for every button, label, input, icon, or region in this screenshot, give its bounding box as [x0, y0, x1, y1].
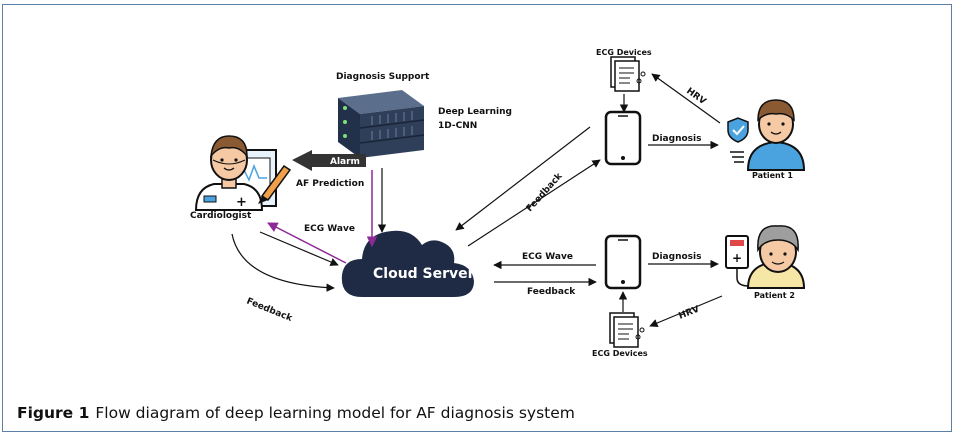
patient1-label: Patient 1	[752, 171, 793, 180]
ecg-device-top-icon	[610, 56, 646, 92]
phone-top-icon	[604, 110, 642, 166]
hrv-bottom-label: HRV	[677, 304, 701, 321]
patient1-icon	[727, 99, 806, 171]
feedback-left-label: Feedback	[245, 297, 294, 325]
svg-text:+: +	[236, 195, 247, 210]
arrow-hrv-top	[651, 73, 721, 124]
ecg-device-bottom-icon	[609, 312, 645, 348]
cloud-server-label: Cloud Server	[373, 266, 475, 282]
server-icon	[338, 90, 425, 158]
diagnosis-support-label: Diagnosis Support	[336, 72, 430, 82]
patient2-label: Patient 2	[754, 291, 795, 300]
ecg-wave-left-label: ECG Wave	[304, 224, 355, 234]
diagnosis-bottom-label: Diagnosis	[652, 252, 701, 262]
cloud-icon	[341, 230, 474, 297]
arrow-hrv-bottom	[649, 295, 723, 327]
hrv-top-label: HRV	[684, 86, 707, 107]
svg-text:+: +	[732, 251, 742, 265]
figure-caption: Figure 1 Flow diagram of deep learning mo…	[17, 404, 575, 422]
cnn-label: 1D-CNN	[438, 121, 477, 131]
figure-frame	[2, 4, 952, 432]
cardiologist-label: Cardiologist	[190, 211, 252, 221]
arrow-feedback-left	[231, 233, 335, 292]
arrow-cardiologist-to-cloud	[259, 231, 339, 266]
feedback-right-label: Feedback	[527, 287, 576, 297]
arrow-cloud-to-phone1	[467, 159, 601, 247]
diagnosis-top-label: Diagnosis	[652, 134, 701, 144]
phone-bottom-icon	[604, 234, 642, 290]
figure-label: Figure 1	[17, 404, 90, 422]
ecg-devices-top-label: ECG Devices	[596, 48, 652, 57]
ecg-devices-bottom-label: ECG Devices	[592, 349, 648, 358]
feedback-diag-label: Feedback	[525, 171, 565, 214]
ecg-wave-right-label: ECG Wave	[522, 252, 573, 262]
arrow-phone1-to-cloud	[455, 126, 591, 231]
alarm-label: Alarm	[330, 157, 360, 167]
af-prediction-label: AF Prediction	[296, 179, 364, 189]
arrow-ecg-wave-left	[267, 222, 347, 264]
patient2-icon: +	[725, 225, 806, 289]
alarm-arrow-icon	[292, 150, 366, 171]
deep-learning-label: Deep Learning	[438, 107, 512, 117]
caption-text: Flow diagram of deep learning model for …	[95, 404, 575, 422]
cardiologist-icon: +	[194, 135, 292, 211]
